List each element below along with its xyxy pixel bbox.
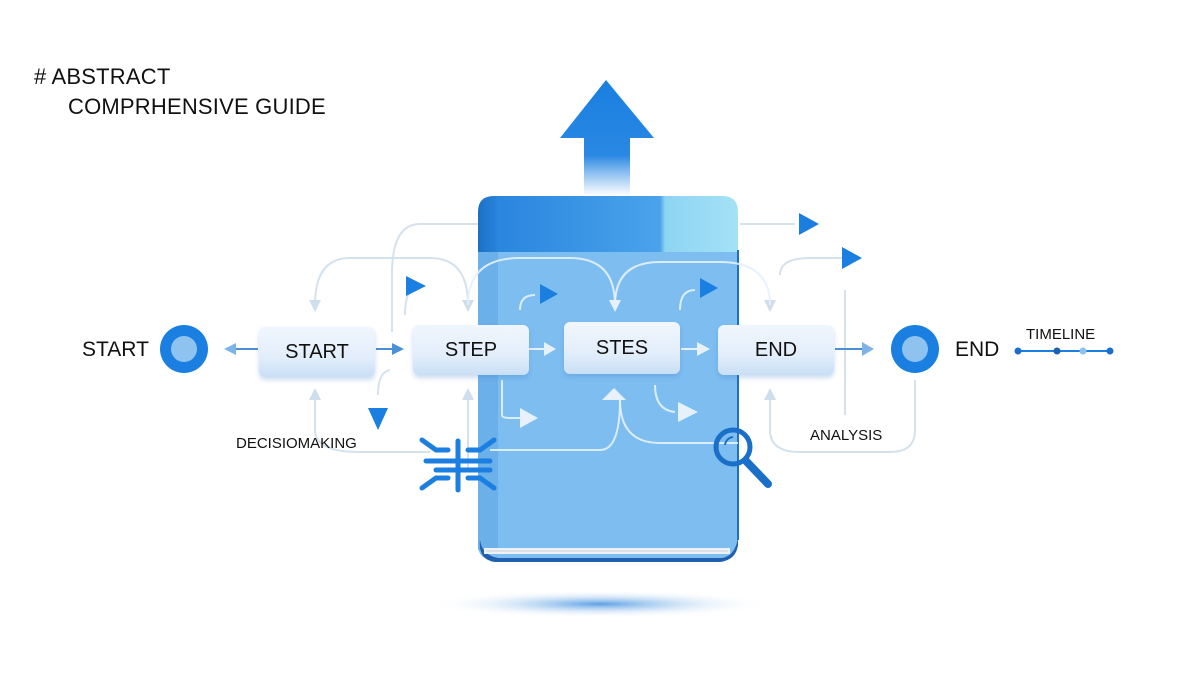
title-line-2: COMPRHENSIVE GUIDE [68,94,326,119]
flow-box-label: END [754,338,798,361]
flow-box-label: START [285,340,349,363]
flow-box-start[interactable]: START [259,327,375,377]
flow-box-stes[interactable]: STES [564,322,680,374]
flow-box-label: STES [595,336,649,359]
start-terminal-label: START [82,338,149,361]
flow-box-label: STEP [444,338,498,361]
book-icon [478,196,739,562]
connectors-front [467,257,771,451]
connectors-back [314,223,916,470]
end-terminal-label: END [955,338,1000,361]
analysis-label: ANALYSIS [810,427,883,444]
title-line-1: # ABSTRACT [34,64,171,89]
play-arrow-icons [368,213,862,430]
flow-arrows [224,342,874,356]
branching-icon [419,437,497,493]
start-terminal-icon [160,325,208,373]
flow-box-end[interactable]: END [718,325,834,375]
connector-arrowheads-front [520,300,698,428]
timeline-label: TIMELINE [1026,326,1096,343]
connector-arrowheads [309,300,776,400]
decision-making-label: DECISIOMAKING [236,435,357,452]
timeline-icon [1014,347,1114,355]
end-terminal-icon [891,325,939,373]
magnifier-icon [713,427,772,488]
book-shadow [430,590,770,618]
arrow-up-icon [560,80,654,196]
flow-box-step[interactable]: STEP [413,325,529,375]
